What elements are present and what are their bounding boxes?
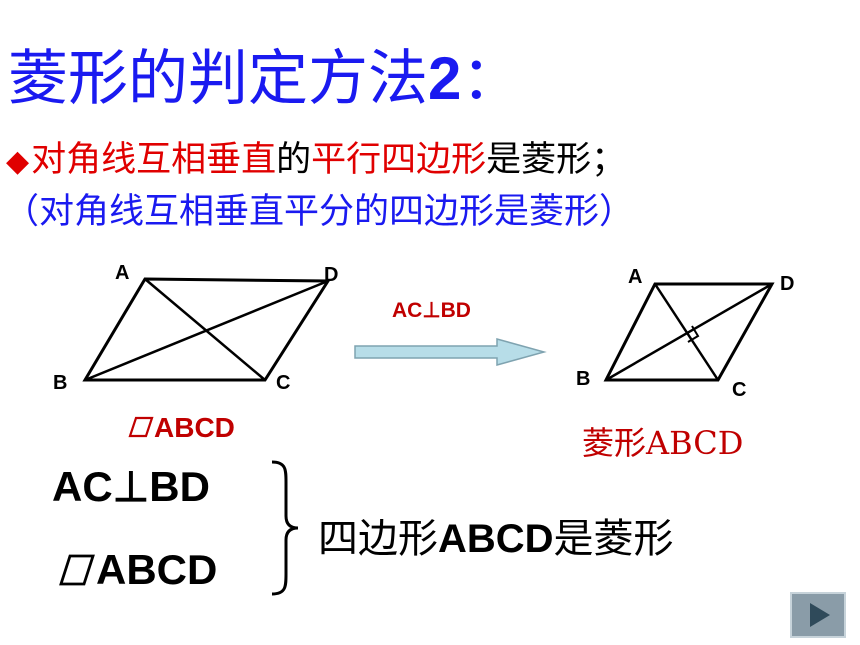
title-colon: ： [461, 44, 522, 114]
theorem-conclusion: 是菱形； [486, 140, 627, 180]
diagonal-bd [84, 279, 329, 382]
condition-perpendicular: AC⊥BD [52, 463, 210, 510]
conclusion-pre: 四边形 [318, 516, 438, 562]
parallelogram-symbol-icon [59, 554, 95, 586]
parallelogram-diagram [82, 277, 331, 382]
rhombus-diagram [603, 282, 775, 382]
conclusion-post: 是菱形 [553, 516, 674, 562]
right-brace-icon [271, 460, 299, 596]
vertex-label-a: A [115, 262, 130, 284]
page-title: 菱形的判定方法2： [8, 44, 521, 114]
next-slide-button[interactable] [790, 592, 846, 638]
title-number: 2 [428, 45, 462, 112]
conclusion-name: ABCD [438, 517, 554, 561]
right-arrow-icon [354, 338, 547, 366]
condition-parallelogram-text: ABCD [96, 546, 218, 593]
theorem-connector: 的 [276, 140, 312, 180]
right-angle-mark [687, 325, 700, 343]
vertex-label-d: D [324, 264, 339, 286]
theorem-variant: （对角线互相垂直平分的四边形是菱形） [4, 192, 635, 232]
vertex-label-c: C [732, 379, 747, 401]
conclusion-text: 四边形ABCD是菱形 [318, 506, 674, 564]
vertex-label-c: C [276, 372, 291, 394]
diagonal-bd [605, 282, 773, 382]
condition-parallelogram: ABCD [58, 546, 217, 594]
diamond-bullet-icon: ◆ [6, 144, 30, 179]
theorem-condition: 对角线互相垂直 [31, 140, 277, 180]
play-triangle-icon [810, 603, 830, 627]
vertex-label-a: A [628, 266, 643, 288]
diagonal-ac [144, 278, 266, 381]
theorem-statement: ◆对角线互相垂直的平行四边形是菱形； [6, 138, 626, 184]
vertex-label-d: D [780, 273, 795, 295]
diagonal-ac [653, 283, 720, 381]
parallelogram-caption: ABCD [128, 412, 235, 444]
arrow-condition-label: AC⊥BD [392, 299, 471, 322]
rhombus-caption: 菱形ABCD [582, 424, 744, 462]
parallelogram-symbol-icon [128, 416, 154, 438]
parallelogram-caption-text: ABCD [154, 412, 235, 443]
vertex-label-b: B [576, 368, 591, 390]
title-text: 菱形的判定方法 [8, 44, 428, 114]
vertex-label-b: B [53, 372, 68, 394]
theorem-subject: 平行四边形 [311, 140, 487, 180]
